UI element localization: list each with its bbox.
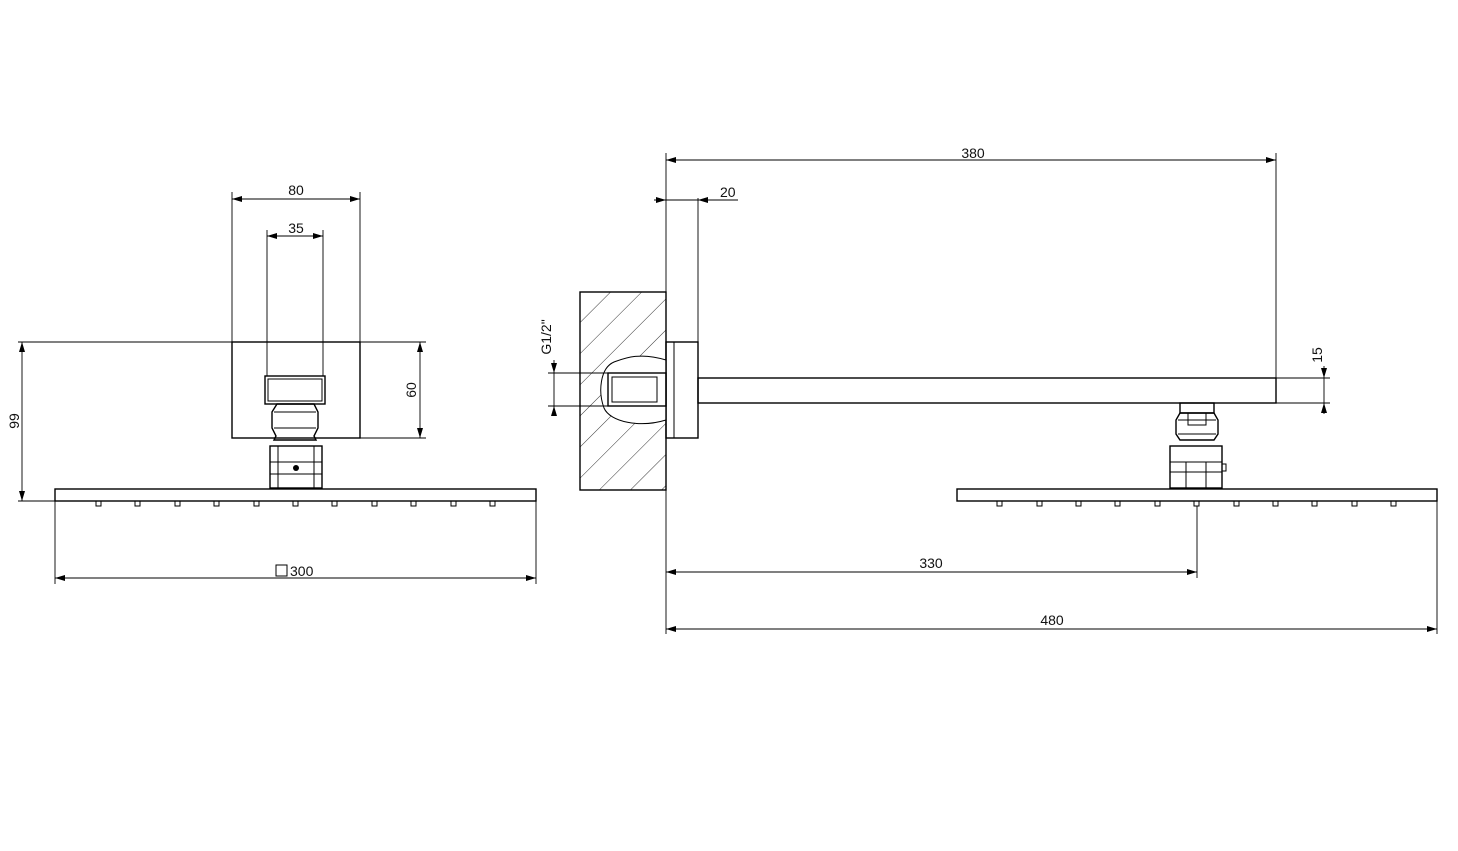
connector-nut bbox=[271, 403, 319, 441]
side-nozzle-row bbox=[996, 500, 1397, 507]
wall-cavity bbox=[600, 355, 667, 425]
dim-outer-width: 80 bbox=[288, 182, 304, 198]
side-connector-nut bbox=[1175, 412, 1219, 441]
dim-flange: 20 bbox=[720, 184, 736, 200]
wall-flange bbox=[665, 341, 699, 439]
dim-thread: G1/2" bbox=[538, 319, 554, 354]
dim-block-height: 60 bbox=[403, 382, 419, 398]
swivel-joint bbox=[269, 445, 323, 489]
nozzle-row bbox=[95, 500, 496, 507]
dim-total-height: 99 bbox=[6, 413, 22, 429]
front-view: 80 35 99 60 300 bbox=[6, 182, 537, 584]
side-swivel-joint bbox=[1169, 445, 1223, 489]
wall-section bbox=[579, 291, 667, 491]
mount-block bbox=[231, 341, 361, 439]
dim-head-center: 330 bbox=[919, 555, 943, 571]
set-screw-icon bbox=[293, 465, 299, 471]
shower-head-plate bbox=[54, 488, 537, 502]
dim-arm-thickness: 15 bbox=[1309, 347, 1325, 363]
shower-arm bbox=[697, 377, 1277, 404]
side-view: 380 20 G1/2" 15 330 480 bbox=[538, 145, 1438, 634]
dim-head-size: 300 bbox=[290, 563, 314, 579]
square-symbol-icon bbox=[275, 564, 288, 577]
arm-end-cap bbox=[264, 375, 326, 405]
side-shower-head-plate bbox=[956, 488, 1438, 502]
dim-arm-length: 380 bbox=[961, 145, 985, 161]
dim-inner-width: 35 bbox=[288, 220, 304, 236]
dim-total-length: 480 bbox=[1040, 612, 1064, 628]
